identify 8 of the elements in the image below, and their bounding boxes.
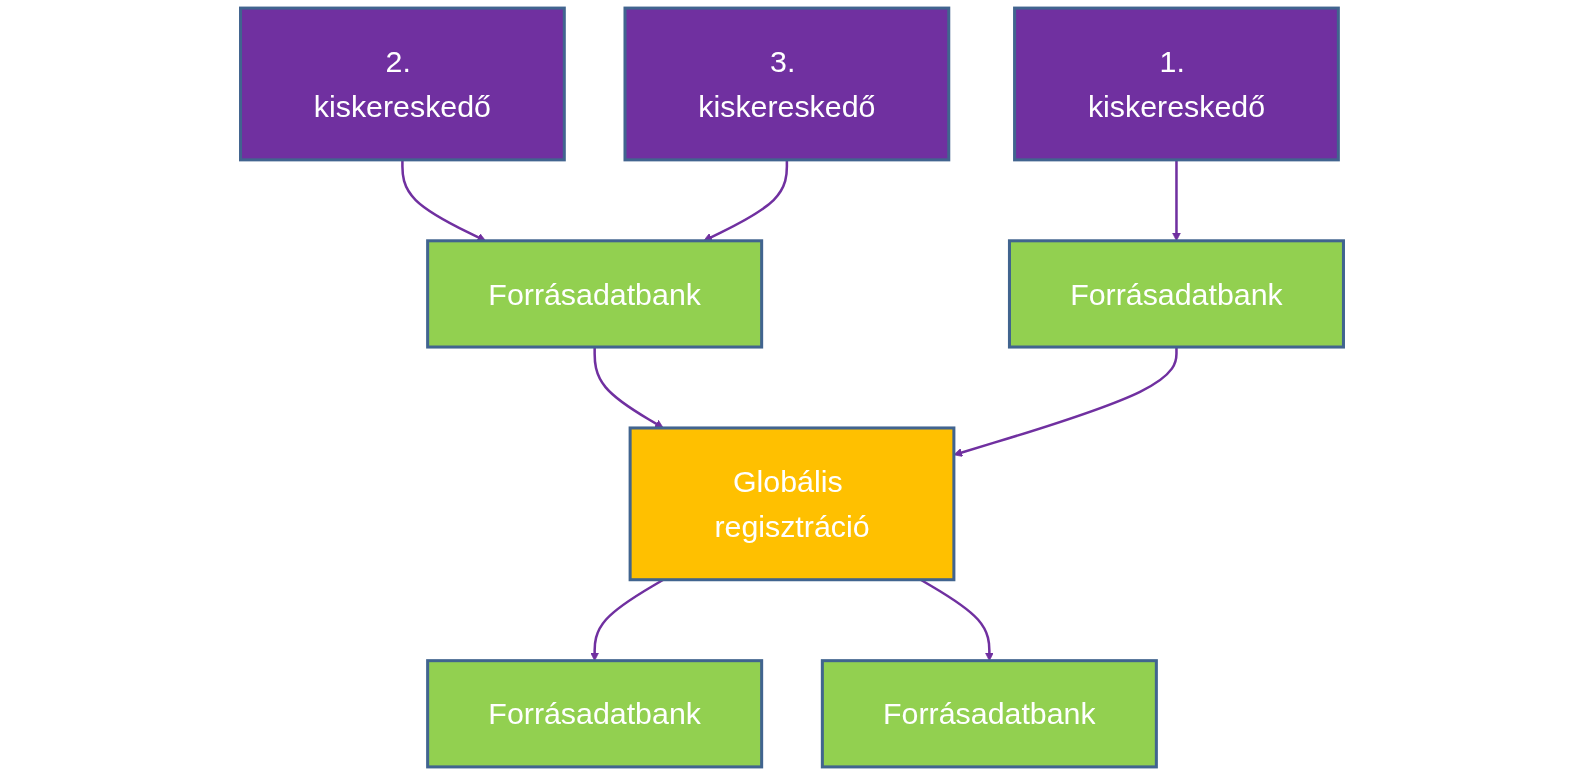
node-box: 2. kiskereskedő [239,6,566,162]
node-box: Forrásadatbank [820,659,1158,769]
node-box: Forrásadatbank [426,239,764,349]
node-box: 3. kiskereskedő [623,6,951,162]
node-box: Globális regisztráció [628,426,956,582]
node-box: Forrásadatbank [1007,239,1345,349]
node-box: 1. kiskereskedő [1013,6,1340,162]
node-box: Forrásadatbank [426,659,764,769]
